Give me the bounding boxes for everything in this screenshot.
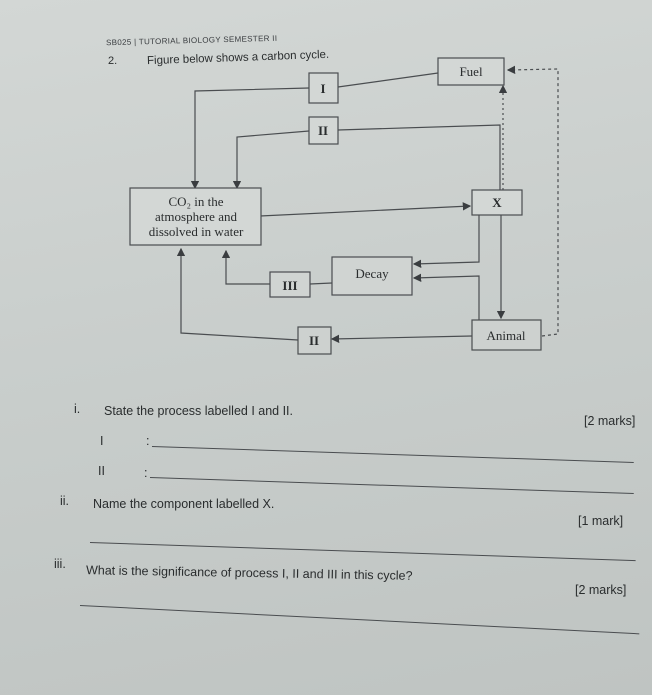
box-animal — [471, 319, 542, 351]
box-x — [471, 189, 523, 216]
label-III: III — [282, 278, 297, 293]
box-co2 — [129, 187, 262, 246]
dashed-arrow-animal-to-fuel — [506, 65, 559, 337]
label-x: X — [492, 195, 502, 210]
label-II-bottom: II — [309, 333, 319, 348]
line-x-to-II — [337, 124, 501, 190]
subq-ii-text: Name the component labelled X. — [93, 497, 275, 511]
label-decay: Decay — [355, 266, 389, 281]
box-I — [308, 72, 339, 104]
arrow-II-to-co2 — [232, 130, 310, 190]
box-III — [269, 271, 311, 298]
box-II-top — [308, 116, 339, 145]
subq-iii-marks: [2 marks] — [575, 583, 627, 597]
label-co2-2: atmosphere and — [155, 209, 237, 224]
carbon-cycle-diagram: I II Fuel CO₂ in the atmosphere and diss… — [129, 57, 559, 355]
subq-iii-text: What is the significance of process I, I… — [85, 563, 413, 583]
arrow-III-to-co2 — [221, 249, 270, 285]
answer-label-II: II — [98, 464, 105, 478]
subq-ii-marks: [1 mark] — [578, 514, 624, 528]
question-number: 2. — [108, 55, 118, 67]
subq-iii-number: iii. — [54, 557, 66, 571]
answer-line-iii[interactable] — [79, 605, 640, 635]
subq-i-text: State the process labelled I and II. — [104, 404, 294, 418]
label-I: I — [320, 81, 325, 96]
arrow-II-to-co2-bottom — [176, 247, 299, 341]
box-fuel — [437, 57, 505, 86]
arrow-I-to-co2 — [190, 87, 310, 190]
arrow-x-to-decay — [412, 214, 480, 268]
label-co2-3: dissolved in water — [149, 224, 244, 239]
answer-sep-I: : — [146, 434, 150, 448]
answer-line-I[interactable] — [151, 446, 634, 463]
label-co2-1: CO₂ in the — [168, 194, 223, 209]
box-II-bottom — [297, 326, 332, 355]
answer-sep-II: : — [144, 466, 148, 480]
answer-label-I: I — [100, 434, 104, 448]
subq-i-marks: [2 marks] — [584, 414, 636, 428]
answer-line-II[interactable] — [149, 477, 634, 495]
box-decay — [331, 256, 413, 296]
label-animal: Animal — [487, 328, 526, 343]
subq-ii-number: ii. — [60, 494, 70, 508]
arrow-animal-to-decay — [412, 273, 480, 320]
label-fuel: Fuel — [459, 64, 483, 79]
label-II-top: II — [318, 123, 328, 138]
arrow-animal-to-II — [330, 334, 473, 344]
line-fuel-to-I — [337, 72, 439, 88]
subq-i-number: i. — [74, 402, 81, 416]
line-decay-to-III — [309, 282, 333, 285]
answer-line-ii[interactable] — [89, 542, 636, 562]
arrow-co2-to-x — [259, 202, 472, 217]
